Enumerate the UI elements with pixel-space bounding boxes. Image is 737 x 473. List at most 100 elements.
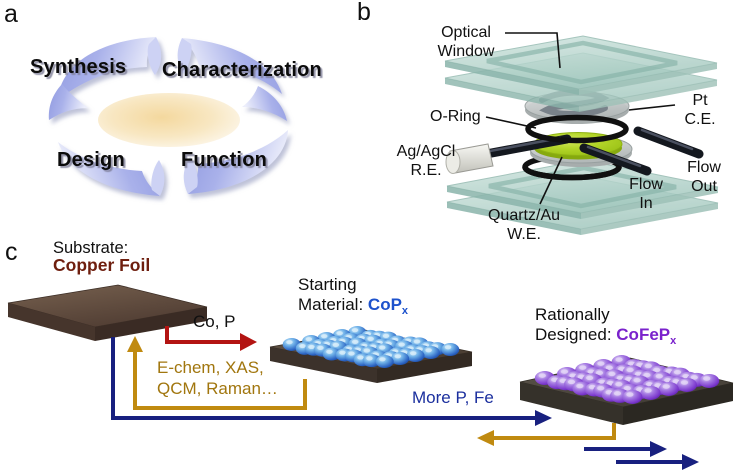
nanoparticle-bump (375, 355, 394, 369)
nanoparticle-bump (640, 385, 661, 400)
label-pt-ce: Pt C.E. (676, 91, 724, 129)
flow-in-line2: In (639, 195, 653, 212)
designed-material-formula: CoFeP (616, 325, 671, 344)
nanoparticle-highlight (394, 354, 402, 359)
nanoparticle-highlight (579, 365, 587, 370)
feedback-arrow (127, 336, 307, 410)
cycle-arrow-top-left (58, 37, 156, 100)
label-more-p-fe: More P, Fe (412, 388, 494, 407)
cycle-arrow-bottom-right-fold (183, 157, 198, 194)
label-co-p: Co, P (193, 312, 236, 331)
pt-ce-line1: Pt (692, 92, 708, 109)
nanoparticle-highlight (662, 384, 670, 389)
nanoparticle-highlight (357, 355, 364, 360)
nanoparticle-highlight (560, 369, 569, 374)
nanoparticle-highlight (605, 365, 613, 370)
nanoparticle-highlight (703, 376, 711, 381)
nanoparticle-highlight (317, 345, 324, 350)
designed-line2-prefix: Designed: (535, 325, 617, 344)
label-o-ring: O-Ring (430, 108, 481, 125)
label-feedback-techniques: E-chem, XAS, QCM, Raman… (157, 357, 278, 399)
nanoparticle-highlight (410, 351, 417, 356)
nanoparticle-highlight (379, 345, 386, 350)
cofepx-coating (534, 355, 720, 404)
nanoparticle-bump (622, 389, 643, 404)
nanoparticle-highlight (379, 357, 386, 362)
bottom-window-plates (446, 159, 719, 235)
nanoparticle-bump (421, 346, 440, 360)
flow-in-line1: Flow (629, 176, 663, 193)
reference-electrode (445, 134, 572, 174)
label-flow-in: Flow In (623, 175, 669, 213)
nanoparticle-highlight (425, 348, 432, 353)
starting-line2-prefix: Material: (298, 295, 368, 314)
nanoparticle-highlight (382, 333, 390, 338)
nanoparticle-bump (441, 343, 460, 357)
quartz-we-line2: W.E. (507, 226, 541, 243)
cycle-center-ellipse (98, 93, 240, 147)
nanoparticle-highlight (352, 339, 359, 344)
return-arrow (477, 423, 616, 446)
nanoparticle-highlight (413, 339, 421, 344)
leader-o-ring (485, 116, 537, 129)
label-quartz-we: Quartz/Au W.E. (479, 206, 569, 244)
cycle-arrow-top-right (182, 38, 282, 94)
o-ring-bottom-front (522, 166, 622, 181)
nanoparticle-highlight (655, 373, 663, 379)
optical-window-line1: Optical (441, 24, 491, 41)
flow-out-port (633, 126, 704, 159)
nanoparticle-highlight (339, 350, 346, 355)
nanoparticle-highlight (308, 344, 315, 350)
flow-in-port (579, 143, 652, 176)
nanoparticle-bump (677, 377, 697, 392)
nanoparticle-highlight (597, 385, 605, 391)
nanoparticle-highlight (586, 375, 594, 381)
nanoparticle-highlight (351, 328, 359, 333)
label-ag-agcl-re: Ag/AgCl R.E. (390, 142, 462, 180)
cycle-arrow-bottom-right (188, 130, 288, 194)
nanoparticle-highlight (615, 357, 623, 362)
nanoparticle-highlight (626, 367, 634, 373)
label-substrate: Substrate: (53, 239, 129, 257)
starting-material-formula: CoP (367, 295, 402, 314)
nanoparticle-highlight (690, 375, 698, 380)
cycle-arrow-top-right-fold (177, 38, 192, 74)
label-flow-out: Flow Out (681, 158, 727, 196)
nanoparticle-highlight (615, 381, 623, 387)
nanoparticle-highlight (595, 370, 604, 376)
panel-a-letter: a (4, 0, 18, 28)
cycle-arrow-bottom-left (58, 142, 160, 196)
nanoparticle-highlight (623, 386, 631, 391)
nanoparticle-highlight (597, 361, 605, 366)
cycle-arrow-top-left-fold (147, 37, 162, 75)
designed-material-subscript: x (670, 335, 677, 347)
nanoparticle-highlight (673, 369, 682, 375)
designed-line1: Rationally (535, 305, 610, 324)
nanoparticle-highlight (332, 342, 340, 347)
feedback-line1: E-chem, XAS, (157, 358, 264, 377)
nanoparticle-highlight (366, 356, 373, 361)
nanoparticle-highlight (644, 388, 652, 393)
nanoparticle-bump (658, 381, 679, 396)
flow-out-line1: Flow (687, 159, 721, 176)
nanoparticle-highlight (626, 392, 634, 397)
pt-ce-line2: C.E. (684, 111, 716, 128)
cycle-arrow-bottom-left-fold (151, 160, 165, 196)
nanoparticle-highlight (363, 348, 371, 353)
nanoparticle-highlight (644, 363, 652, 369)
panel-c-letter: c (5, 238, 18, 266)
cycle-cone-left (48, 84, 88, 120)
nanoparticle-highlight (367, 336, 374, 341)
label-starting-material: Starting Material: CoPx (298, 275, 408, 321)
ag-agcl-line1: Ag/AgCl (396, 143, 456, 160)
nanoparticle-highlight (286, 340, 293, 345)
nanoparticle-highlight (576, 383, 584, 389)
cycle-label-synthesis: Synthesis (30, 56, 127, 78)
nanoparticle-highlight (680, 380, 689, 385)
leader-optical-window (505, 32, 561, 69)
nanoparticle-highlight (321, 334, 328, 339)
starting-line1: Starting (298, 275, 357, 294)
ag-agcl-line2: R.E. (410, 162, 442, 179)
top-window-plates (444, 35, 718, 112)
